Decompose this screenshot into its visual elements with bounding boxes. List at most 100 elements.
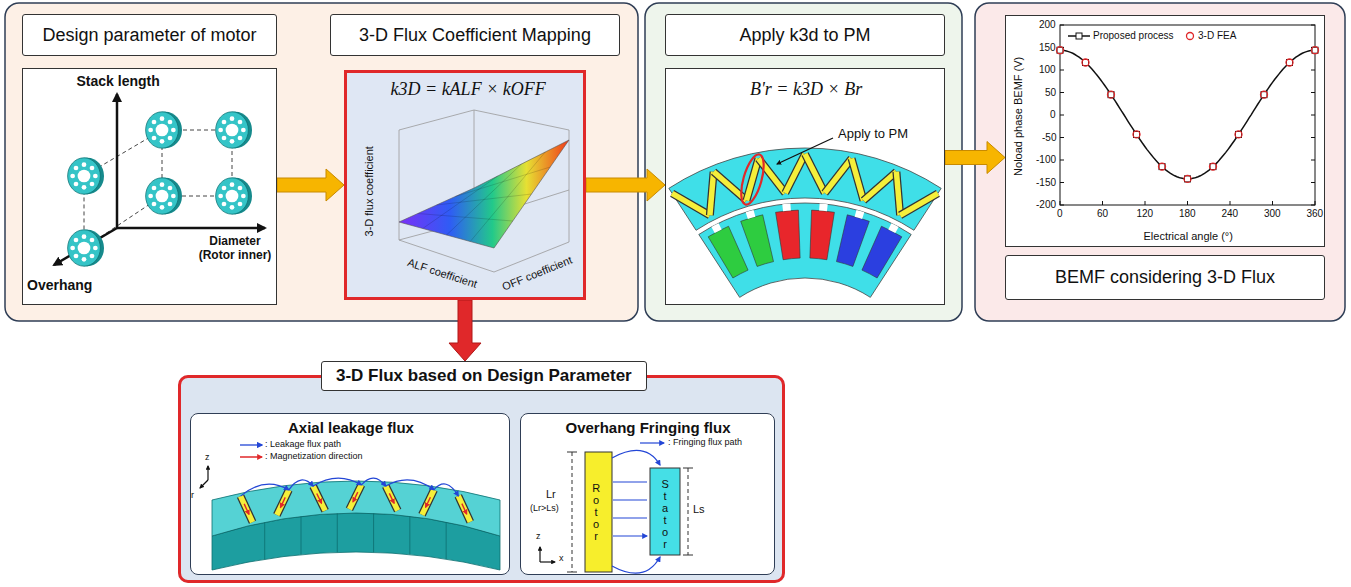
part-label: Lr bbox=[546, 488, 556, 501]
illustration-part bbox=[5, 3, 638, 321]
tick-label: -200 bbox=[1036, 199, 1056, 211]
illustration-part bbox=[317, 493, 322, 503]
illustration-part bbox=[1076, 33, 1082, 39]
illustration-part bbox=[1185, 176, 1191, 182]
header-text: Apply k3d to PM bbox=[739, 25, 870, 46]
illustration-part bbox=[1060, 115, 1064, 116]
illustration-part bbox=[361, 478, 385, 486]
legend-text: Proposed process bbox=[1093, 30, 1174, 42]
illustration-part bbox=[241, 496, 253, 522]
illustration-part bbox=[178, 375, 785, 583]
illustration-part bbox=[1311, 115, 1315, 116]
formula: B'r = k3D × Br bbox=[750, 79, 862, 100]
illustration-part bbox=[399, 140, 569, 248]
illustration-part bbox=[776, 210, 801, 260]
illustration-part bbox=[1134, 131, 1140, 137]
illustration-part bbox=[300, 516, 301, 554]
part-label: Ls bbox=[693, 503, 705, 516]
legend-text: 3-D FEA bbox=[1198, 30, 1236, 42]
flow-arrow bbox=[945, 142, 1005, 174]
illustration-part bbox=[1210, 164, 1216, 170]
tick-label: 240 bbox=[1222, 208, 1239, 220]
illustration-part bbox=[741, 215, 774, 267]
illustration-part bbox=[1315, 201, 1316, 205]
illustration-part bbox=[852, 158, 864, 200]
illustration-part bbox=[216, 178, 252, 214]
header-box: 3-D Flux Coefficient Mapping bbox=[330, 14, 620, 56]
illustration-part bbox=[1060, 25, 1064, 26]
illustration-part bbox=[540, 561, 555, 562]
illustration-part bbox=[1235, 131, 1242, 138]
illustration-part bbox=[1060, 205, 1064, 206]
illustration-part bbox=[819, 204, 828, 212]
part-label: z bbox=[536, 531, 541, 541]
illustration-part bbox=[190, 413, 510, 575]
illustration-part bbox=[399, 110, 569, 272]
illustration-part bbox=[313, 486, 325, 511]
illustration-part bbox=[1060, 182, 1064, 183]
illustration-part bbox=[446, 522, 447, 559]
illustration-part bbox=[785, 154, 805, 193]
illustration-part bbox=[207, 466, 208, 480]
legend-text: : Leakage flux path bbox=[265, 439, 341, 449]
panel-box: Axial leakage flux bbox=[190, 413, 510, 575]
illustration-part bbox=[337, 513, 338, 552]
illustration-part bbox=[1311, 182, 1315, 183]
illustration-part bbox=[711, 223, 721, 233]
illustration-part bbox=[422, 490, 434, 515]
illustration-part bbox=[1060, 25, 1315, 205]
legend-text: : Fringing flux path bbox=[668, 437, 742, 447]
illustration-part bbox=[710, 172, 714, 216]
illustration-part bbox=[344, 70, 586, 300]
axis-label: Diameter (Rotor inner) bbox=[194, 235, 276, 263]
axis-label: Stack length bbox=[77, 73, 160, 89]
illustration-part bbox=[900, 193, 938, 215]
illustration-part bbox=[669, 148, 941, 230]
illustration-part bbox=[1060, 50, 1315, 179]
illustration-part bbox=[241, 478, 471, 559]
illustration-part bbox=[1060, 201, 1061, 205]
illustration-part bbox=[277, 490, 289, 515]
illustration-part bbox=[240, 444, 262, 445]
illustration-part bbox=[1311, 205, 1315, 206]
part-label: z bbox=[205, 452, 210, 462]
illustration-part bbox=[1057, 47, 1063, 53]
illustration-part bbox=[1287, 59, 1293, 65]
illustration-part bbox=[434, 484, 458, 496]
illustration-part bbox=[1005, 15, 1325, 247]
tick-label: 150 bbox=[1039, 42, 1056, 54]
illustration-part bbox=[1312, 47, 1318, 53]
tick-label: -50 bbox=[1042, 132, 1056, 144]
tick-label: 100 bbox=[1039, 64, 1056, 76]
illustration-part bbox=[572, 452, 688, 572]
part-label: x bbox=[559, 553, 564, 563]
illustration-part bbox=[1187, 33, 1194, 40]
illustration-part bbox=[1083, 59, 1089, 65]
header-text: BEMF considering 3-D Flux bbox=[1055, 267, 1275, 288]
illustration-part bbox=[277, 490, 289, 515]
illustration-part bbox=[777, 138, 833, 164]
illustration-part bbox=[280, 497, 285, 507]
tick-label: -150 bbox=[1036, 177, 1056, 189]
illustration-part bbox=[805, 154, 825, 193]
illustration-part bbox=[645, 3, 962, 321]
part-label: r bbox=[191, 490, 194, 500]
axis-label: Overhang bbox=[27, 277, 92, 293]
illustration-part bbox=[117, 227, 265, 230]
illustration-part bbox=[612, 450, 660, 465]
illustration-part bbox=[975, 3, 1345, 321]
illustration-part bbox=[399, 110, 569, 272]
illustration-part bbox=[1311, 25, 1315, 26]
illustration-part bbox=[409, 516, 410, 554]
illustration-part bbox=[264, 522, 265, 559]
illustration-part bbox=[1286, 59, 1293, 66]
illustration-part bbox=[612, 443, 664, 573]
illustration-part bbox=[888, 223, 898, 233]
illustration-part bbox=[212, 481, 500, 536]
box-heading: Overhang Fringing flux bbox=[566, 419, 731, 436]
illustration-part bbox=[389, 493, 394, 503]
illustration-part bbox=[458, 496, 470, 522]
header-box: BEMF considering 3-D Flux bbox=[1005, 255, 1325, 300]
illustration-part bbox=[1057, 47, 1064, 54]
